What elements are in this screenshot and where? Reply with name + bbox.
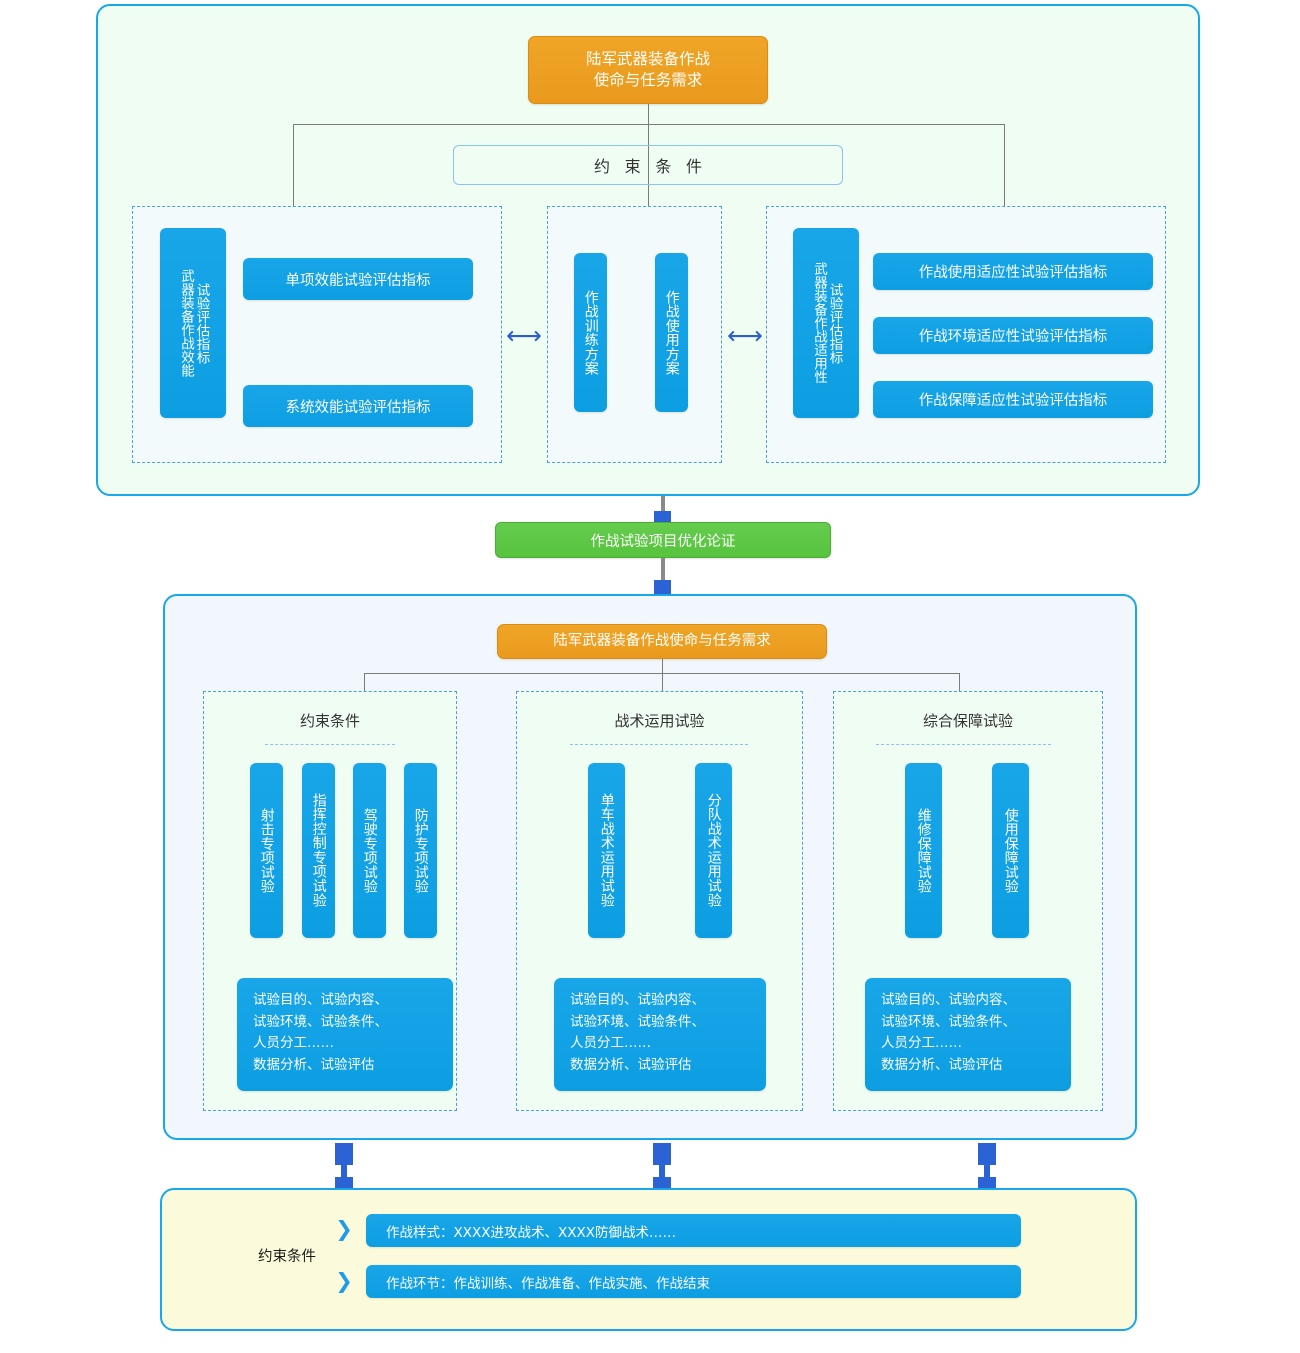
mid-branch-left	[364, 673, 365, 692]
mid-group-tactical-title: 战术运用试验	[614, 712, 705, 730]
mid-group-constraints-description: 试验目的、试验内容、 试验环境、试验条件、 人员分工…… 数据分析、试验评估	[237, 978, 453, 1091]
mid-branch-center	[662, 673, 663, 692]
mid-group-support-rule	[876, 744, 1051, 745]
indicator-system-effectiveness[interactable]: 系统效能试验评估指标	[243, 385, 473, 427]
test-driving[interactable]: 驾驶专项试验	[353, 763, 386, 938]
mid-branch-right	[959, 673, 960, 692]
plan-operational-use[interactable]: 作战使用方案	[655, 253, 688, 412]
mid-group-constraints-rule	[265, 744, 395, 745]
bottom-row-operation-style[interactable]: 作战样式：XXXX进攻战术、XXXX防御战术……	[366, 1214, 1021, 1247]
test-unit-tactics[interactable]: 分队战术运用试验	[695, 763, 732, 938]
connector-branch-left	[293, 124, 294, 206]
connector-branch-right	[1004, 124, 1005, 206]
chevron-right-icon-1: ❯	[335, 1216, 353, 1241]
indicator-support-suitability[interactable]: 作战保障适应性试验评估指标	[873, 381, 1153, 418]
connector-staple-right	[978, 1143, 996, 1199]
mid-group-tactical-rule	[570, 744, 748, 745]
test-protection[interactable]: 防护专项试验	[404, 763, 437, 938]
test-usage-support[interactable]: 使用保障试验	[992, 763, 1029, 938]
connector-staple-center	[653, 1143, 671, 1199]
double-arrow-right-icon: ⟷	[727, 320, 763, 350]
connector-branch-center	[648, 124, 649, 206]
chevron-right-icon-2: ❯	[335, 1268, 353, 1293]
top-panel-header: 陆军武器装备作战 使命与任务需求	[528, 36, 768, 104]
mid-group-tactical-description: 试验目的、试验内容、 试验环境、试验条件、 人员分工…… 数据分析、试验评估	[554, 978, 766, 1091]
bottom-panel-label: 约束条件	[258, 1248, 316, 1265]
mid-connector-vertical	[662, 659, 663, 673]
top-group-suitability-label: 试验评估指标 武器装备作战适用性	[793, 228, 859, 418]
double-arrow-left-icon: ⟷	[506, 320, 542, 350]
indicator-use-suitability[interactable]: 作战使用适应性试验评估指标	[873, 253, 1153, 290]
indicator-environment-suitability[interactable]: 作战环境适应性试验评估指标	[873, 317, 1153, 354]
connector-staple-left	[335, 1143, 353, 1199]
connector-line-vertical	[648, 104, 649, 124]
test-command-control[interactable]: 指挥控制专项试验	[302, 763, 335, 938]
mid-panel-header: 陆军武器装备作战使命与任务需求	[497, 624, 827, 659]
plan-operational-training[interactable]: 作战训练方案	[574, 253, 607, 412]
connector-green-to-mid	[661, 558, 665, 596]
test-shooting[interactable]: 射击专项试验	[250, 763, 283, 938]
test-maintenance-support[interactable]: 维修保障试验	[905, 763, 942, 938]
mid-group-support-title: 综合保障试验	[922, 712, 1013, 730]
bottom-panel	[160, 1188, 1137, 1331]
bottom-row-operation-phase[interactable]: 作战环节：作战训练、作战准备、作战实施、作战结束	[366, 1265, 1021, 1298]
constraint-condition-box: 约 束 条 件	[453, 145, 843, 185]
top-group-effectiveness-label: 试验评估指标 武器装备作战效能	[160, 228, 226, 418]
mid-group-constraints-title: 约束条件	[299, 712, 360, 730]
indicator-single-effectiveness[interactable]: 单项效能试验评估指标	[243, 258, 473, 300]
green-optimization-box[interactable]: 作战试验项目优化论证	[495, 522, 831, 558]
test-single-vehicle-tactics[interactable]: 单车战术运用试验	[588, 763, 625, 938]
connector-node-lower	[654, 580, 671, 597]
mid-group-support-description: 试验目的、试验内容、 试验环境、试验条件、 人员分工…… 数据分析、试验评估	[865, 978, 1071, 1091]
